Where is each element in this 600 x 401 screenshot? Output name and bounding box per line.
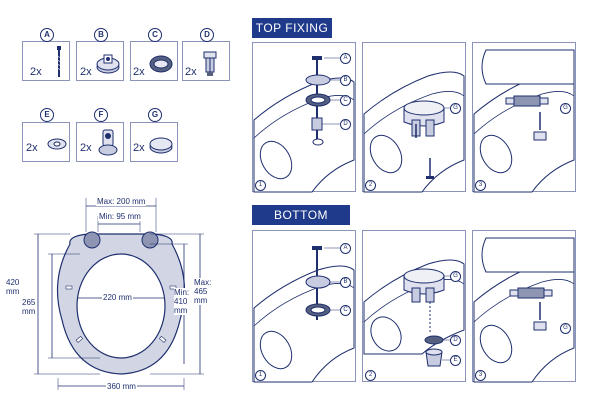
part-qty-e: 2x: [26, 142, 38, 154]
part-qty-d: 2x: [185, 66, 197, 78]
dim-length-420: 420 mm: [6, 278, 20, 296]
part-qty-f: 2x: [80, 142, 92, 154]
bottom-callout-2g: G: [450, 271, 461, 282]
expanding-anchor-icon: [203, 51, 217, 76]
flat-washer-icon: [47, 138, 67, 150]
part-letter-b: B: [94, 28, 108, 42]
hinge-block-icon: [96, 54, 120, 74]
bottom-callout-2e: E: [450, 355, 461, 366]
bottom-step-1-illustration: [253, 246, 355, 383]
top-callout-3g: G: [560, 103, 571, 114]
part-letter-f: F: [94, 108, 108, 122]
top-step-2-number: 2: [365, 180, 376, 191]
bottom-callout-1c: C: [340, 305, 351, 316]
bottom-callout-1b: B: [340, 277, 351, 288]
top-step-2-illustration: [363, 71, 465, 193]
bottom-callout-1a: A: [340, 243, 351, 254]
top-step-3-number: 3: [475, 180, 486, 191]
dim-max-length: Max: 465 mm: [194, 278, 212, 305]
dim-min-length: Min: 410 mm: [174, 288, 190, 315]
bottom-step-2-illustration: [363, 259, 465, 367]
part-qty-g: 2x: [133, 142, 145, 154]
part-qty-b: 2x: [80, 66, 92, 78]
top-fixing-title: TOP FIXING: [252, 18, 332, 38]
bottom-callout-3g: G: [560, 323, 571, 334]
bolt-icon: [56, 46, 62, 77]
bottom-step-2-number: 2: [365, 370, 376, 381]
bottom-callout-2d: D: [450, 335, 461, 346]
top-callout-1c: C: [340, 95, 351, 106]
cover-disc-icon: [149, 137, 173, 154]
top-callout-1b: B: [340, 75, 351, 86]
part-letter-g: G: [148, 108, 162, 122]
top-step-1-illustration: [253, 56, 355, 193]
part-letter-e: E: [40, 108, 54, 122]
top-callout-1a: A: [340, 53, 351, 64]
top-step-3-illustration: [473, 49, 575, 193]
part-letter-a: A: [40, 28, 54, 42]
dim-inner-width: 220 mm: [102, 293, 133, 302]
dim-outer-width: 360 mm: [106, 382, 137, 391]
dim-min-width: Min: 95 mm: [98, 212, 142, 221]
part-letter-d: D: [200, 28, 214, 42]
top-callout-1d: D: [340, 119, 351, 130]
dim-length-265: 265 mm: [22, 298, 36, 316]
hinge-knob-icon: [98, 129, 118, 156]
part-letter-c: C: [148, 28, 162, 42]
top-callout-2g: G: [450, 103, 461, 114]
rubber-washer-icon: [149, 55, 173, 73]
toilet-seat-outline: [34, 198, 204, 390]
part-qty-a: 2x: [30, 66, 42, 78]
dim-max-width: Max: 200 mm: [96, 197, 147, 206]
bottom-step-3-illustration: [473, 237, 575, 383]
bottom-step-1-number: 1: [255, 370, 266, 381]
part-qty-c: 2x: [133, 66, 145, 78]
bottom-step-3-number: 3: [475, 370, 486, 381]
top-step-1-number: 1: [255, 180, 266, 191]
bottom-fixing-title: BOTTOM FIXING: [252, 205, 350, 242]
part-cell-f: [76, 122, 124, 162]
